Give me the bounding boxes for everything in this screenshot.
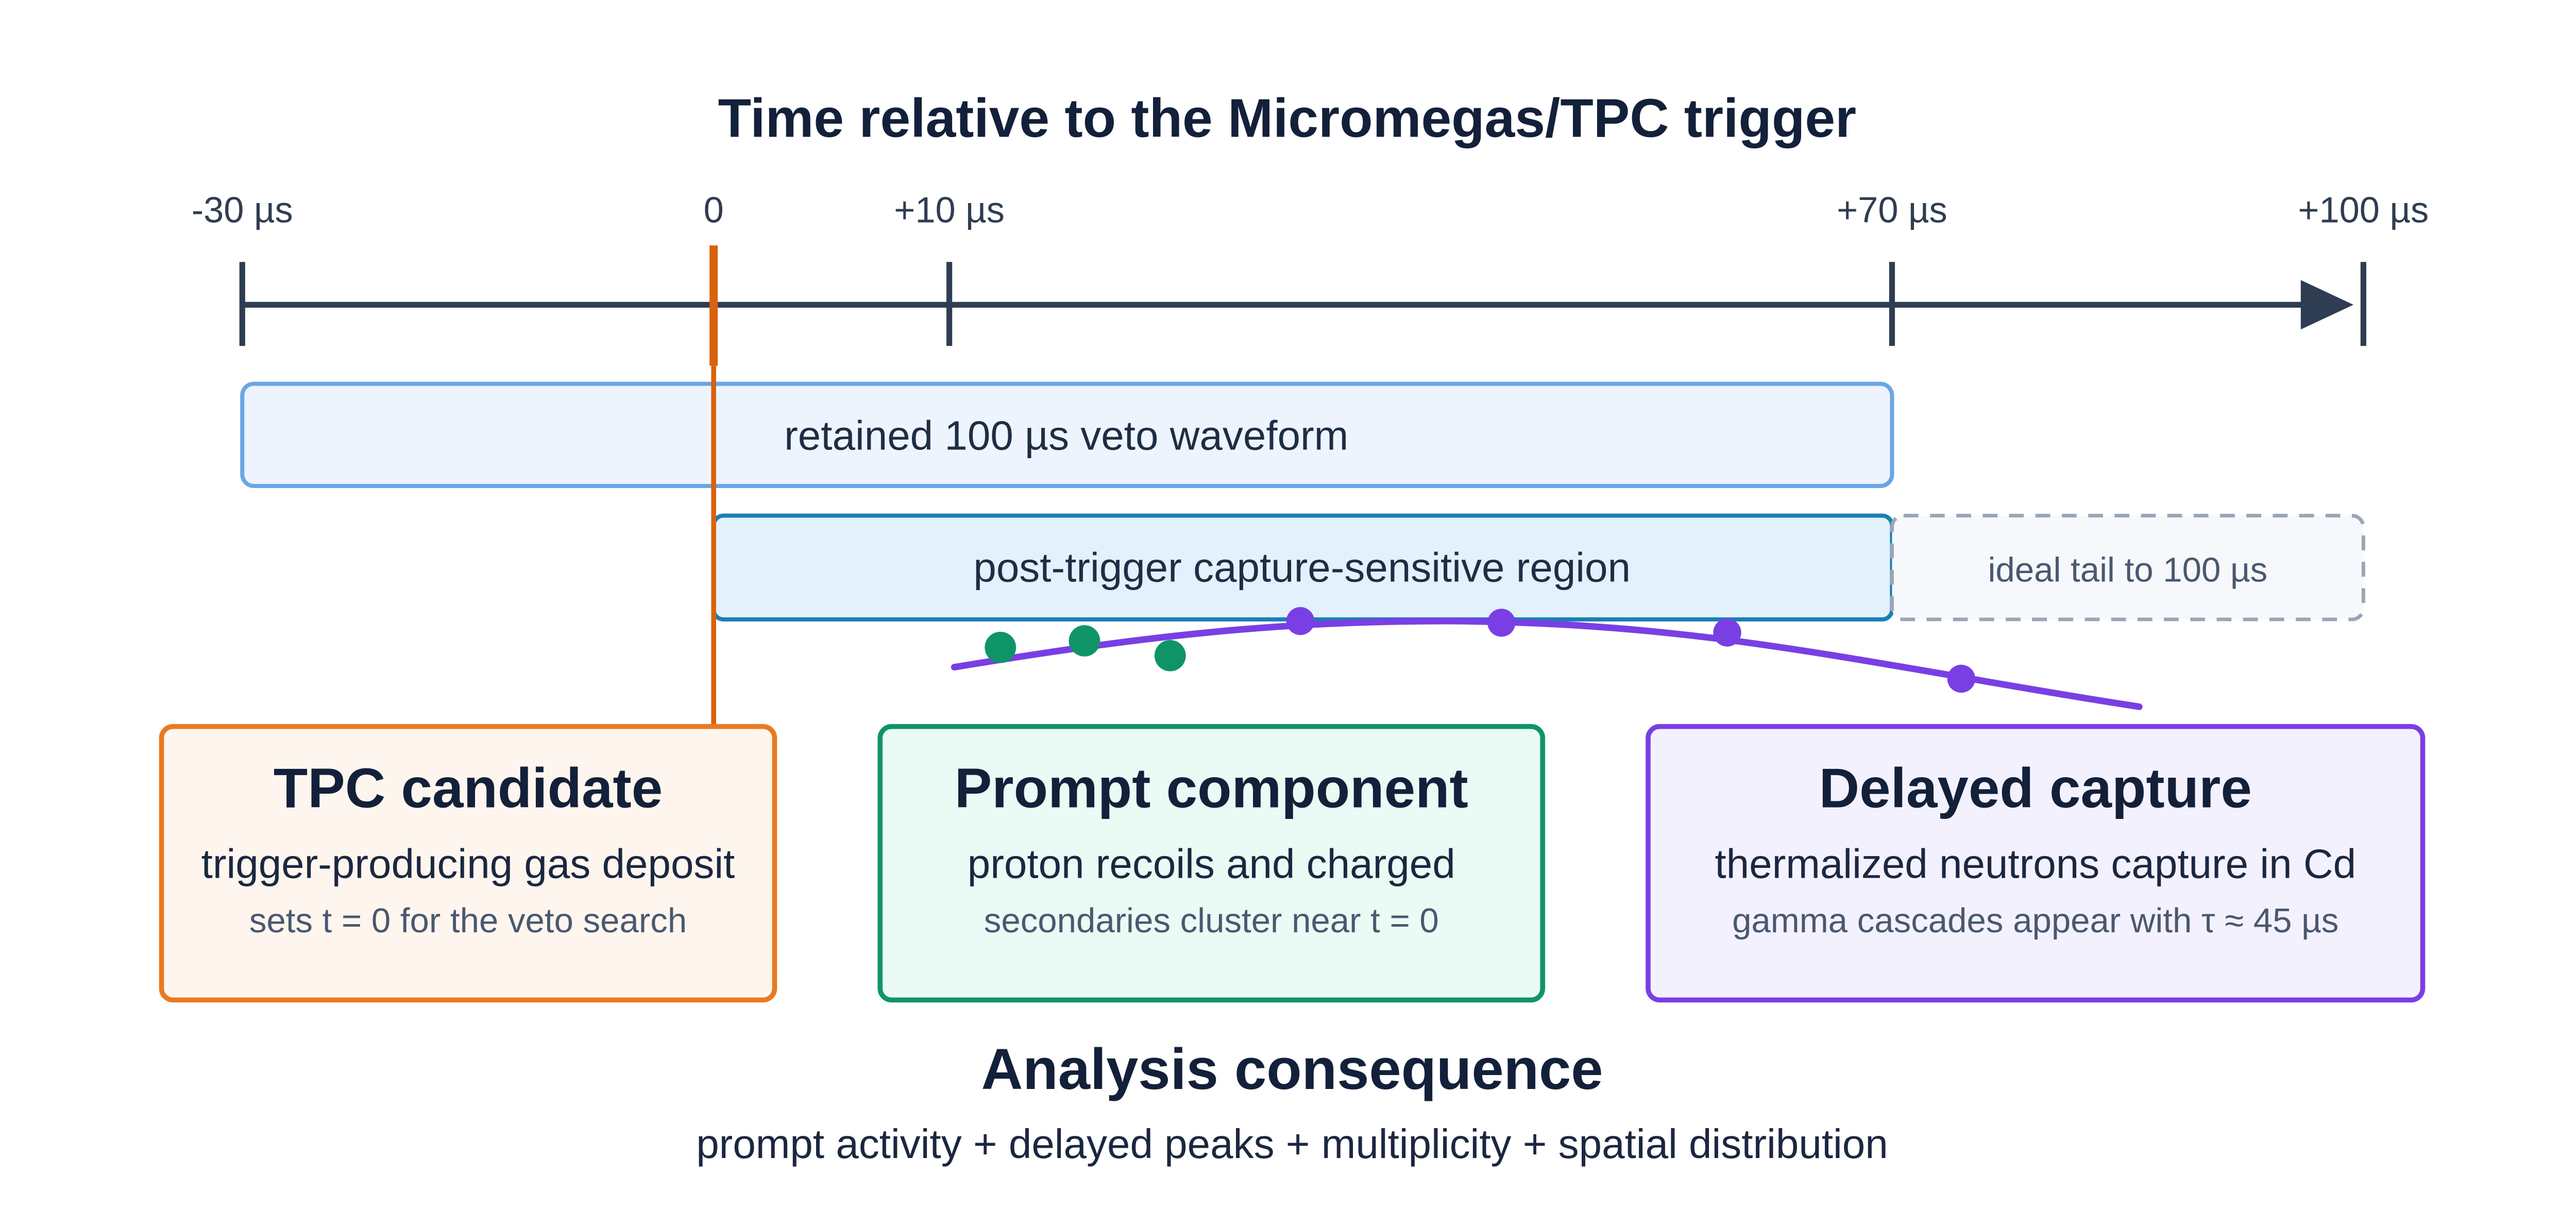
tpc-candidate-card: TPC candidate trigger-producing gas depo… (159, 724, 777, 1003)
tick-label-plus-10: +10 µs (894, 190, 1005, 230)
prompt-component-heading: Prompt component (955, 757, 1468, 819)
tick-label-plus-70: +70 µs (1837, 190, 1947, 230)
delayed-capture-line2: gamma cascades appear with τ ≈ 45 µs (1732, 901, 2338, 940)
prompt-point (1154, 640, 1186, 672)
delayed-capture-point (1713, 618, 1741, 647)
delayed-capture-card-box (1646, 724, 2426, 1003)
prompt-component-line1: proton recoils and charged (968, 841, 1455, 887)
consequence-text: prompt activity + delayed peaks + multip… (696, 1121, 1888, 1167)
diagram-title: Time relative to the Micromegas/TPC trig… (718, 88, 1856, 148)
delayed-capture-heading: Delayed capture (1819, 757, 2252, 819)
capture-region-label: post-trigger capture-sensitive region (973, 544, 1631, 590)
tick-label-plus-100: +100 µs (2298, 190, 2429, 230)
delayed-capture-curve (951, 617, 2143, 710)
prompt-point (985, 631, 1016, 663)
delayed-capture-point (1947, 664, 1975, 693)
tick-label-zero: 0 (704, 190, 724, 230)
prompt-component-card: Prompt component proton recoils and char… (877, 724, 1546, 1003)
tpc-candidate-heading: TPC candidate (274, 757, 663, 819)
tick-label-minus-30: -30 µs (192, 190, 293, 230)
consequence-heading: Analysis consequence (981, 1037, 1603, 1101)
prompt-component-card-box (877, 724, 1546, 1003)
tpc-candidate-card-box (159, 724, 777, 1003)
ideal-tail-label: ideal tail to 100 µs (1988, 550, 2267, 589)
ideal-tail-band (1890, 513, 2365, 622)
prompt-component-line2: secondaries cluster near t = 0 (984, 901, 1439, 940)
delayed-capture-point (1487, 609, 1516, 637)
prompt-point (1069, 625, 1100, 657)
tpc-candidate-line2: sets t = 0 for the veto search (249, 901, 687, 940)
delayed-capture-card: Delayed capture thermalized neutrons cap… (1646, 724, 2426, 1003)
retained-waveform-label: retained 100 µs veto waveform (784, 413, 1348, 459)
delayed-capture-line1: thermalized neutrons capture in Cd (1715, 841, 2356, 887)
tpc-candidate-line1: trigger-producing gas deposit (201, 841, 735, 887)
retained-waveform-band (240, 381, 1894, 488)
delayed-capture-point (1286, 607, 1315, 635)
time-axis-arrowhead (2300, 280, 2354, 330)
